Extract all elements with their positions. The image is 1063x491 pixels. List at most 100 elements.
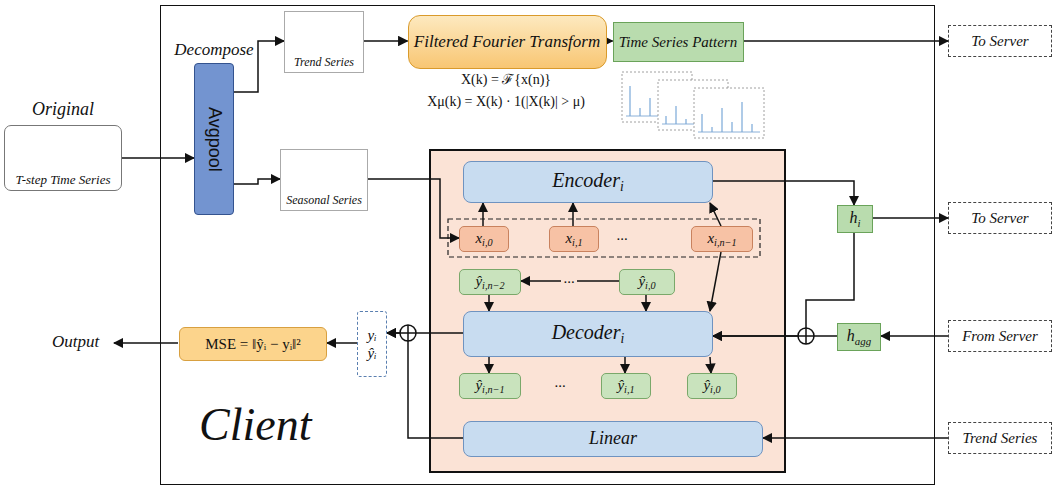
seasonal-thumbnail: Seasonal Series: [280, 149, 368, 211]
symbol: x: [475, 230, 482, 246]
math-label: xi,n−1: [707, 230, 736, 249]
connector: [744, 40, 949, 42]
ellipsis: ...: [561, 270, 576, 287]
output-arrow: [114, 342, 178, 344]
server-port: To Server: [948, 202, 1052, 234]
spectrum-frame: [694, 88, 764, 138]
symbol: Encoder: [552, 169, 620, 191]
connector: [122, 157, 194, 159]
box-label: To Server: [971, 209, 1028, 227]
subscript: i,n−1: [714, 237, 736, 248]
connector: [368, 179, 459, 238]
sum-symbol: [798, 328, 814, 344]
box-label: From Server: [962, 327, 1038, 345]
math-label: Decoderi: [552, 321, 625, 348]
connector: [488, 357, 490, 373]
spectrum-spike: [741, 102, 742, 132]
math-label: hagg: [847, 327, 871, 347]
subscript: agg: [855, 335, 871, 347]
ellipsis: ...: [552, 374, 567, 391]
subscript: i,1: [624, 384, 634, 395]
connector: [763, 437, 948, 439]
box-label: Linear: [589, 428, 637, 450]
input-token: xi,n−1: [691, 226, 753, 252]
connector: [488, 295, 490, 311]
ellipsis: ...: [614, 227, 629, 244]
symbol: ŷ: [475, 273, 482, 289]
thumb-caption: T-step Time Series: [15, 172, 110, 188]
spectrum-spike: [675, 106, 676, 124]
box-label: Trend Series: [963, 429, 1038, 447]
connector: [710, 203, 721, 226]
trend-input: Trend Series: [948, 422, 1052, 454]
aggregated-state: hagg: [837, 323, 881, 351]
linear-box: Linear: [463, 421, 763, 457]
box-label: yᵢ: [367, 326, 376, 344]
box-label: ŷᵢ: [367, 344, 376, 362]
formula: Xμ(k) = X(k) · 1(|X(k)| > μ): [427, 94, 585, 109]
formula: X(k) = ℱ{x(n)}: [461, 72, 551, 87]
spectrum-spike: [701, 114, 702, 132]
sum-symbol: [400, 325, 416, 341]
symbol: Decoder: [552, 321, 621, 343]
connector: [327, 342, 357, 344]
thumb-caption: Seasonal Series: [286, 193, 362, 208]
subscript: i,n−1: [482, 384, 504, 395]
server-port: From Server: [948, 320, 1052, 352]
connector: [572, 203, 574, 226]
connector: [624, 357, 626, 373]
subscript: i,0: [482, 237, 492, 248]
spectrum-base: [698, 132, 760, 133]
block-label: Avgpool: [204, 107, 225, 172]
connector: [234, 179, 280, 184]
spectrum-spike: [665, 116, 666, 124]
subscript: i: [620, 179, 624, 194]
encoder-box: Encoderi: [463, 161, 713, 203]
math-label: ŷi,n−2: [475, 273, 504, 292]
symbol: h: [849, 209, 857, 226]
connector: [713, 181, 854, 205]
input-token: xi,0: [459, 226, 509, 252]
output-token: ŷi,n−1: [459, 373, 521, 399]
subscript: i: [857, 217, 860, 229]
math-label: ŷi,1: [617, 377, 634, 396]
input-series: OriginalT-step Time Series: [4, 125, 122, 191]
thumb-caption: Trend Series: [294, 55, 354, 70]
subscript: i,n−2: [482, 280, 504, 291]
spectrum-spike: [731, 122, 732, 132]
output-token: ŷi,0: [687, 373, 737, 399]
prediction-pair: yᵢŷᵢ: [357, 311, 387, 377]
box-label: Filtered Fourier Transform: [414, 32, 600, 52]
input-group: [448, 219, 760, 257]
symbol: ŷ: [703, 377, 710, 393]
spectrum-spike: [751, 124, 752, 132]
math-label: xi,1: [565, 230, 582, 249]
spectrum-spike: [721, 108, 722, 132]
spectrum-spike: [639, 108, 640, 116]
symbol: h: [847, 327, 855, 344]
spectrum-spike: [685, 119, 686, 124]
input-token: xi,1: [549, 226, 599, 252]
connector: [710, 252, 721, 311]
avgpool-block: DecomposeAvgpool: [194, 63, 234, 215]
fft-box: Filtered Fourier Transform: [408, 15, 607, 69]
connector: [482, 203, 484, 226]
math-label: xi,0: [475, 230, 492, 249]
math-label: ŷi,0: [638, 273, 655, 292]
loss-box: MSE = ‖ŷᵢ − yᵢ‖²: [179, 327, 327, 361]
box-label: Time Series Pattern: [619, 33, 737, 51]
math-label: hi: [849, 209, 860, 229]
symbol: ŷ: [638, 273, 645, 289]
box-label: MSE = ‖ŷᵢ − yᵢ‖²: [205, 335, 301, 353]
symbol: x: [565, 230, 572, 246]
symbol: ŷ: [475, 377, 482, 393]
connector: [873, 217, 948, 219]
server-port: To Server: [948, 25, 1052, 57]
math-label: Encoderi: [552, 169, 624, 196]
spectrum-spike: [711, 127, 712, 132]
connector: [387, 333, 463, 438]
connector: [881, 335, 948, 337]
connector: [710, 357, 711, 373]
spectrum-spike: [629, 86, 630, 116]
pattern-box: Time Series Pattern: [613, 22, 744, 62]
